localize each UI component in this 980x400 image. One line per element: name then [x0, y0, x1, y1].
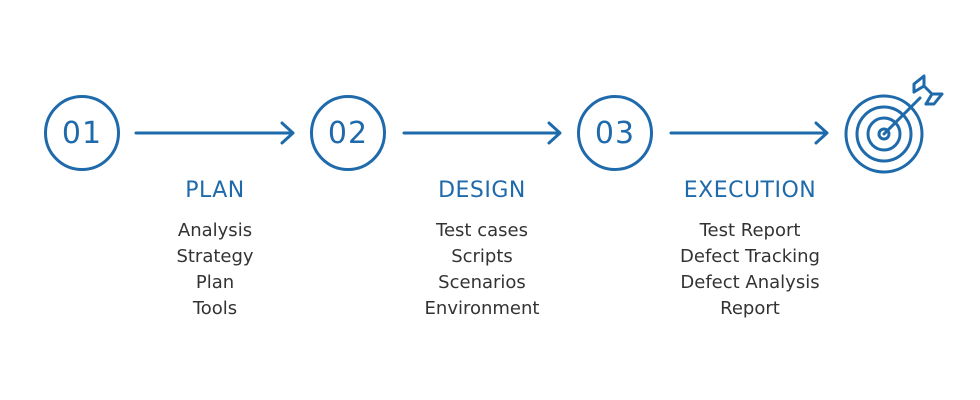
list-item: Environment [424, 298, 540, 319]
list-item: Analysis [177, 220, 253, 241]
step-3-number: 03 [594, 115, 636, 151]
list-item: Report [720, 298, 780, 319]
list-item: Scenarios [438, 272, 526, 293]
list-item: Scripts [451, 246, 513, 267]
list-item: Plan [195, 272, 235, 293]
list-item: Tools [192, 298, 238, 319]
step-2-number: 02 [327, 115, 369, 151]
list-item: Defect Tracking [680, 246, 820, 267]
step-1-title: PLAN [185, 178, 245, 203]
list-item: Defect Analysis [680, 272, 820, 293]
step-3-title: EXECUTION [683, 178, 817, 203]
step-3-circle: 03 [577, 95, 653, 171]
target-icon [844, 74, 944, 174]
arrow-3-to-goal-icon [669, 121, 829, 145]
arrow-1-to-2-icon [134, 121, 295, 145]
step-1-list: Analysis Strategy Plan Tools [105, 218, 325, 322]
list-item: Strategy [176, 246, 254, 267]
step-1-number: 01 [61, 115, 103, 151]
step-2-title: DESIGN [438, 178, 526, 203]
list-item: Test cases [436, 220, 528, 241]
step-3-list: Test Report Defect Tracking Defect Analy… [640, 218, 860, 322]
step-2-list: Test cases Scripts Scenarios Environment [372, 218, 592, 322]
list-item: Test Report [699, 220, 801, 241]
step-2-circle: 02 [310, 95, 386, 171]
arrow-2-to-3-icon [402, 121, 562, 145]
step-1-circle: 01 [44, 95, 120, 171]
